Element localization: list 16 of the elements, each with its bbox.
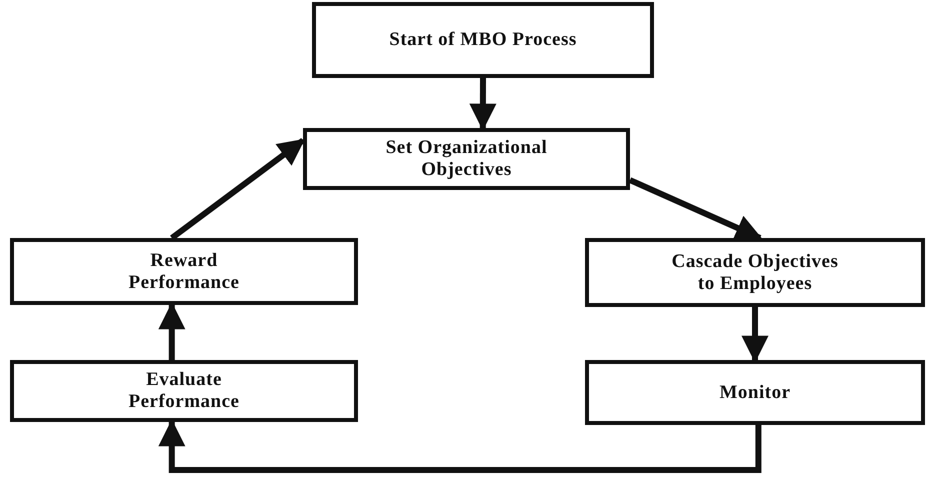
arrow (742, 307, 768, 363)
box-label: Evaluate Performance (128, 369, 240, 413)
box-label: Set Organizational Objectives (384, 137, 548, 181)
arrow (628, 177, 763, 241)
process-box (10, 360, 358, 422)
arrow (469, 78, 496, 131)
box-label: Cascade Objectives to Employees (670, 250, 840, 294)
box-label: Start of MBO Process (389, 29, 577, 51)
box-label: Monitor (719, 382, 791, 404)
process-box (10, 238, 358, 305)
process-box (312, 2, 654, 78)
arrow (170, 138, 306, 240)
process-box (303, 128, 630, 190)
process-box (585, 238, 925, 307)
process-box (585, 360, 925, 425)
box-label: Reward Performance (128, 250, 240, 294)
